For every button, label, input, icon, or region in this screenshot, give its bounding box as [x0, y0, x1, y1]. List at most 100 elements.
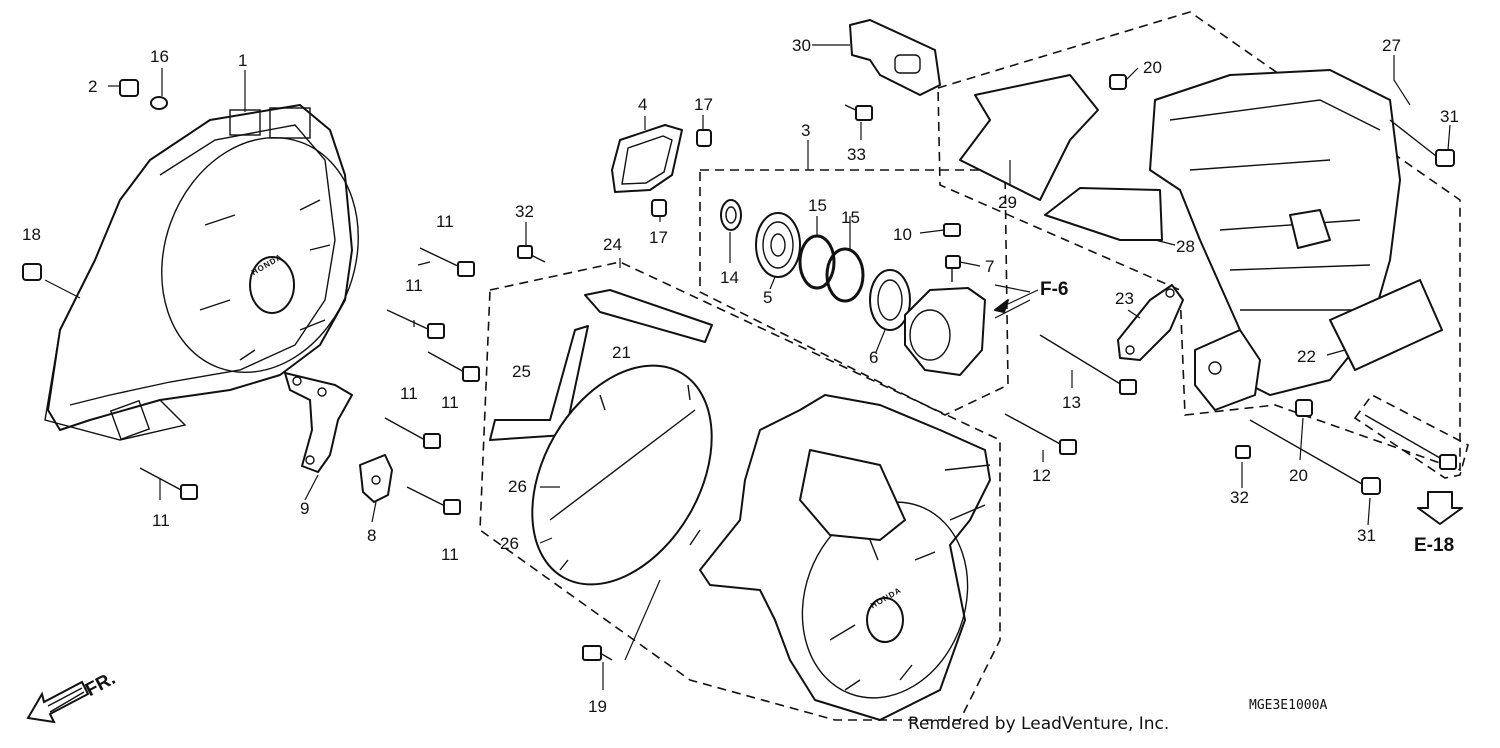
- bolt-33: [844, 104, 873, 121]
- callout-8: 8: [367, 526, 376, 545]
- bolt-34-right: [1439, 454, 1457, 470]
- bolt-11a: [419, 247, 475, 277]
- bolt-frame-right: [1353, 393, 1469, 479]
- seal-21: [584, 289, 713, 343]
- bolt-32-center: [517, 245, 546, 263]
- callout-30: 30: [792, 36, 811, 55]
- diagram-code: MGE3E1000A: [1249, 698, 1327, 713]
- grommet-20-bottom: [1295, 399, 1313, 417]
- pump-body-6: [869, 269, 911, 331]
- oil-seal-14: [720, 199, 742, 231]
- callout-32-b: 32: [1230, 488, 1249, 507]
- bracket-9: [284, 372, 353, 473]
- callout-23: 23: [1115, 289, 1134, 308]
- callout-11-c: 11: [441, 393, 459, 412]
- callout-11-d: 11: [400, 384, 418, 403]
- seal-28: [1044, 187, 1163, 241]
- callout-20-a: 20: [1143, 58, 1162, 77]
- seal-22: [1329, 279, 1443, 371]
- callout-1: 1: [238, 51, 247, 70]
- callout-labels: 1 2 16 18 11 11 11 11 11 11 9 8 4 17 17 …: [22, 36, 1459, 716]
- reference-e18: E-18: [1414, 491, 1463, 556]
- callout-11-a: 11: [436, 212, 454, 231]
- radiator-shroud: [1149, 69, 1401, 411]
- bracket-23: [1117, 284, 1184, 361]
- callout-7: 7: [985, 257, 994, 276]
- callout-31-a: 31: [1440, 107, 1459, 126]
- callout-28: 28: [1176, 237, 1195, 256]
- impeller-5: [755, 212, 801, 278]
- reference-f6: F-6: [994, 279, 1069, 313]
- bolt-19: [582, 645, 613, 661]
- callout-18: 18: [22, 225, 41, 244]
- callout-4: 4: [638, 95, 647, 114]
- bolts-12-13: [1004, 334, 1137, 455]
- callout-24: 24: [603, 235, 622, 254]
- bolt-32-right: [1235, 445, 1251, 459]
- left-bolts: [139, 247, 480, 515]
- credit-text: Rendered by LeadVenture, Inc.: [908, 714, 1169, 734]
- dowels-17: [651, 129, 712, 217]
- callout-11-b: 11: [405, 276, 423, 295]
- callout-20-b: 20: [1289, 466, 1308, 485]
- bracket-30: [849, 19, 941, 96]
- bolt-11f: [139, 467, 198, 500]
- callout-5: 5: [763, 288, 772, 307]
- o-rings-15: [798, 234, 865, 303]
- callout-9: 9: [300, 499, 309, 518]
- pump-housing: [904, 287, 986, 376]
- callout-29: 29: [998, 193, 1017, 212]
- bolt-11c: [427, 351, 480, 382]
- callout-31-b: 31: [1357, 526, 1376, 545]
- bolt-10-7: [943, 223, 961, 282]
- callout-16: 16: [150, 47, 169, 66]
- bolt-11b: [386, 309, 445, 339]
- callout-14: 14: [720, 268, 739, 287]
- callout-21: 21: [612, 343, 631, 362]
- callout-6: 6: [869, 348, 878, 367]
- callout-33: 33: [847, 145, 866, 164]
- clamp-8: [359, 454, 393, 503]
- down-arrow-icon: [1417, 491, 1463, 525]
- seal-29: [959, 74, 1099, 201]
- callout-17-a: 17: [694, 95, 713, 114]
- bolt-31-bottom: [1361, 477, 1381, 495]
- callout-10: 10: [893, 225, 912, 244]
- fan-cover-housing: HONDA: [699, 394, 991, 721]
- callout-2: 2: [88, 77, 97, 96]
- radiator-group-frame: [937, 11, 1461, 472]
- callout-13: 13: [1062, 393, 1081, 412]
- callout-25: 25: [512, 362, 531, 381]
- front-label: FR.: [82, 668, 119, 701]
- callout-17-b: 17: [649, 228, 668, 247]
- callout-26-b: 26: [500, 534, 519, 553]
- callout-3: 3: [801, 121, 810, 140]
- callout-11-f: 11: [152, 511, 170, 530]
- callout-26-a: 26: [508, 477, 527, 496]
- callout-15-a: 15: [808, 196, 827, 215]
- right-fasteners: [1109, 74, 1457, 495]
- callout-15-b: 15: [841, 208, 860, 227]
- gasket-4: [611, 124, 683, 193]
- reference-e18-label: E-18: [1414, 535, 1454, 556]
- seal-25: [489, 325, 589, 441]
- reference-f6-label: F-6: [1040, 279, 1069, 300]
- front-direction-indicator: FR.: [26, 668, 119, 724]
- left-crankcase-cover: HONDA: [44, 104, 359, 441]
- bolt-11e: [406, 486, 461, 515]
- leader-lines: [44, 44, 1451, 690]
- filter-26: [531, 364, 713, 586]
- bolt-31-top: [1435, 149, 1455, 167]
- callout-11-e: 11: [441, 545, 459, 564]
- left-small-parts: [22, 79, 168, 281]
- grommet-20-top: [1109, 74, 1127, 90]
- callout-27: 27: [1382, 36, 1401, 55]
- bolt-11d: [384, 417, 441, 449]
- callout-12: 12: [1032, 466, 1051, 485]
- front-arrow-icon: [26, 680, 90, 724]
- callout-19: 19: [588, 697, 607, 716]
- fan-cover-group-frame: [479, 261, 1001, 721]
- callout-22: 22: [1297, 347, 1316, 366]
- callout-32-a: 32: [515, 202, 534, 221]
